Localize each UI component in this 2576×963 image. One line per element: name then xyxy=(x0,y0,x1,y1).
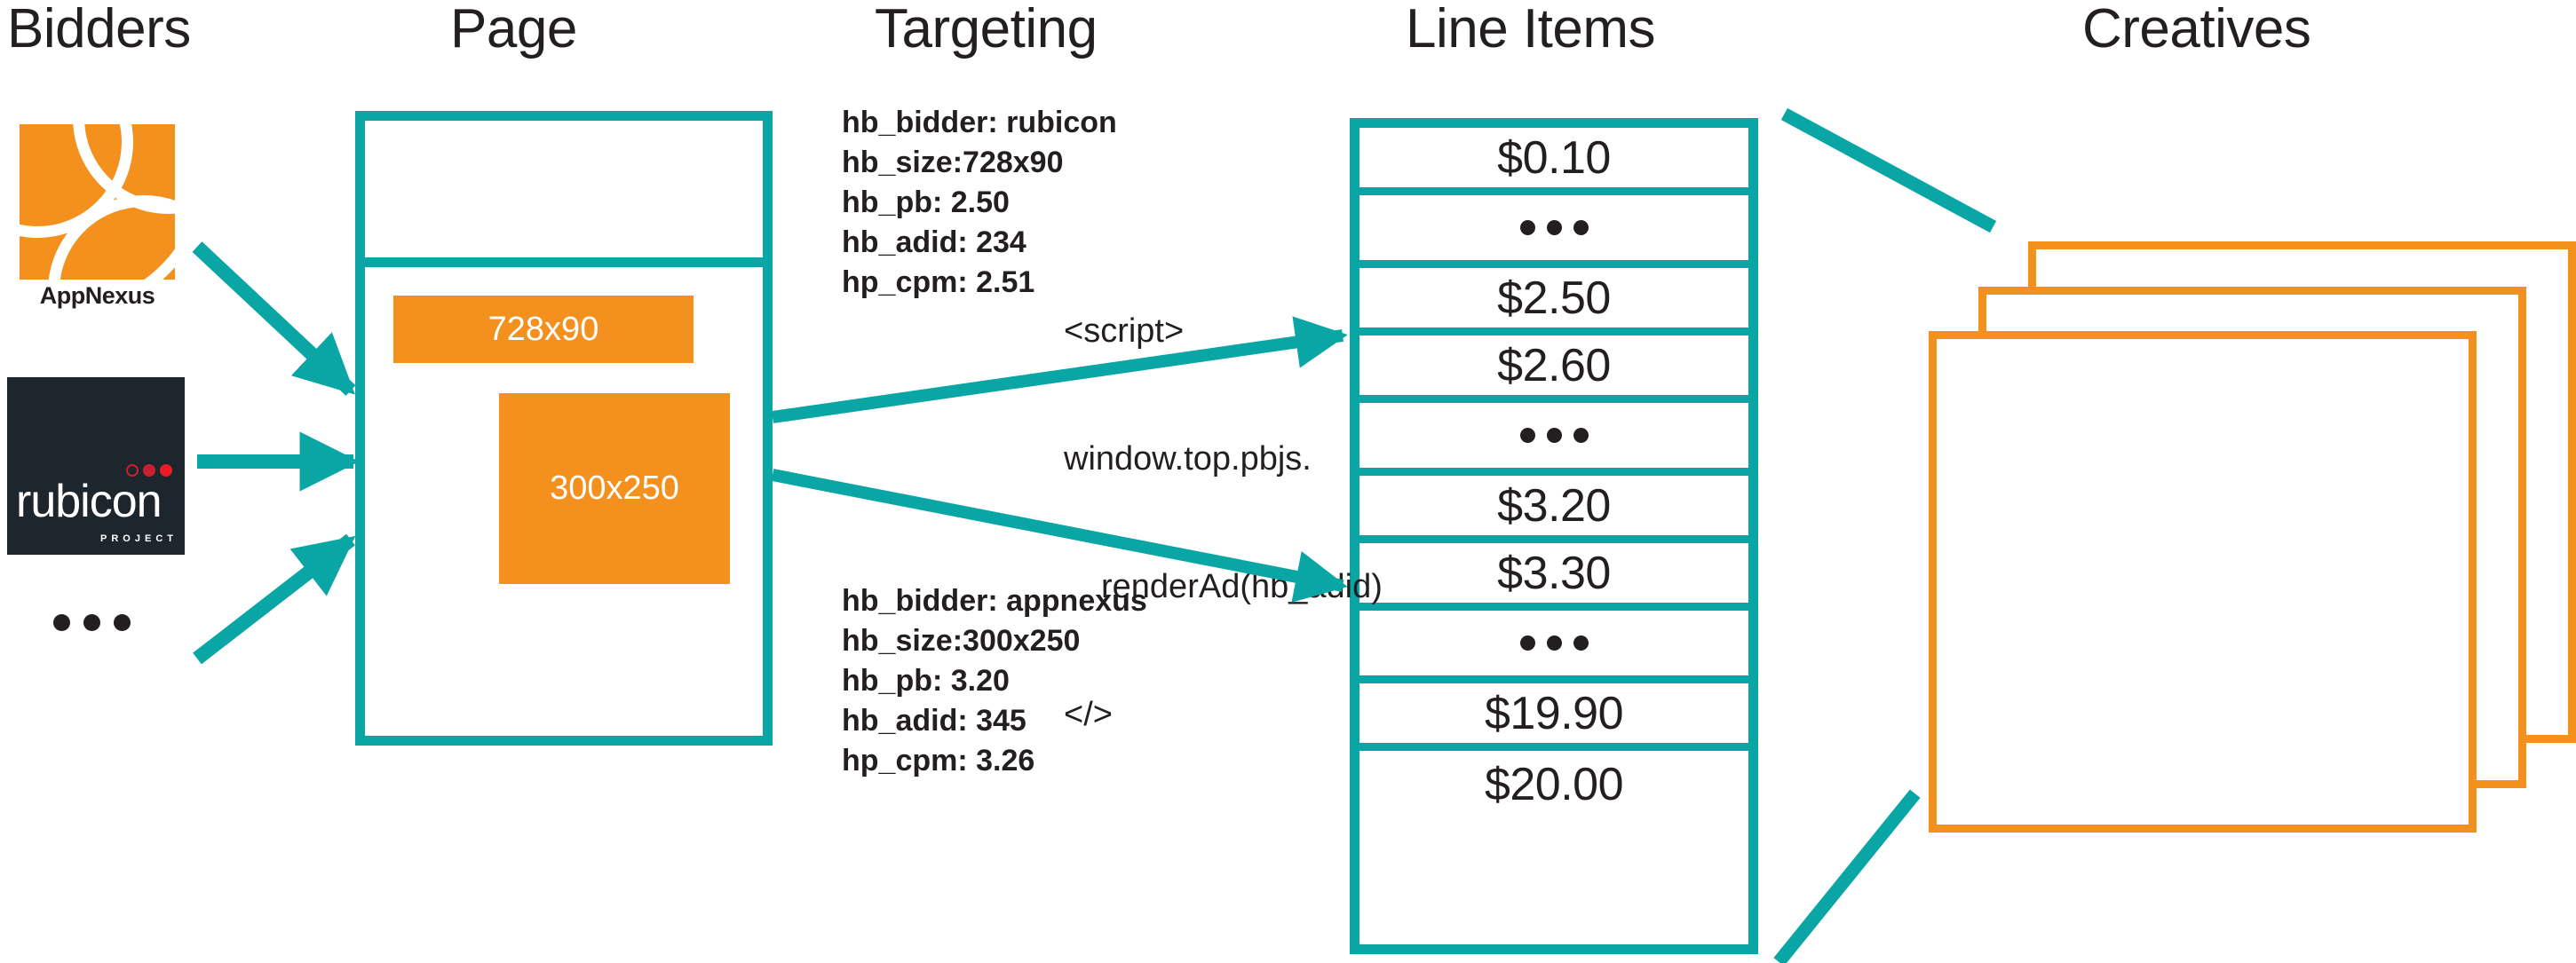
rubicon-project-logo-icon: rubicon PROJECT xyxy=(7,377,185,555)
targeting-line: hp_cpm: 3.26 xyxy=(842,744,1035,778)
line-item-row: $19.90 xyxy=(1359,683,1748,751)
targeting-line: hb_pb: 3.20 xyxy=(842,664,1010,698)
rubicon-subtitle: PROJECT xyxy=(100,533,178,544)
line-item-row-ellipsis xyxy=(1359,611,1748,683)
line-item-row: $20.00 xyxy=(1484,759,1624,810)
rubicon-dots-icon xyxy=(126,464,172,477)
column-heading-creatives: Creatives xyxy=(2082,0,2311,59)
targeting-line: hb_bidder: rubicon xyxy=(842,106,1117,139)
ellipsis-icon xyxy=(1519,428,1589,443)
code-line: <script> xyxy=(1064,312,1185,350)
line-item-row: $3.30 xyxy=(1359,543,1748,611)
targeting-line: hb_pb: 2.50 xyxy=(842,185,1010,219)
targeting-line: hp_cpm: 2.51 xyxy=(842,265,1035,299)
ellipsis-icon xyxy=(1519,635,1589,651)
column-heading-targeting: Targeting xyxy=(875,0,1098,59)
connector-line-items-to-creatives-top xyxy=(1780,107,1997,233)
line-item-row: $0.10 xyxy=(1359,128,1748,195)
ad-slot-medium-rectangle: 300x250 xyxy=(499,393,730,584)
ad-slot-leaderboard: 728x90 xyxy=(393,296,694,363)
targeting-line: hb_size:728x90 xyxy=(842,146,1064,179)
ellipsis-icon xyxy=(1519,220,1589,235)
code-line: window.top.pbjs. xyxy=(1064,440,1312,478)
creative-card-front xyxy=(1929,331,2477,833)
page-header-divider xyxy=(355,257,773,267)
targeting-keys-rubicon: hb_bidder: rubicon hb_size:728x90 hb_pb:… xyxy=(842,103,1117,303)
code-line: renderAd(hb_adid) xyxy=(1101,568,1383,605)
appnexus-label: AppNexus xyxy=(39,282,155,309)
code-line: </> xyxy=(1064,696,1113,733)
line-items-table: $0.10 $2.50 $2.60 $3.20 $3.30 $19.90 $20… xyxy=(1350,118,1758,954)
line-item-row-ellipsis xyxy=(1359,195,1748,268)
arrow-other-bidders-to-page xyxy=(193,533,356,665)
arrow-appnexus-to-page xyxy=(192,241,356,396)
more-bidders-ellipsis xyxy=(53,614,131,631)
targeting-line: hb_adid: 234 xyxy=(842,225,1026,259)
creative-code-snippet: <script> window.top.pbjs. renderAd(hb_ad… xyxy=(1064,225,1383,821)
targeting-line: hb_size:300x250 xyxy=(842,624,1081,658)
line-item-row-ellipsis xyxy=(1359,403,1748,476)
line-item-row: $2.60 xyxy=(1359,335,1748,403)
column-heading-page: Page xyxy=(450,0,577,59)
line-item-row: $2.50 xyxy=(1359,268,1748,335)
connector-line-items-to-creatives-bottom xyxy=(1773,789,1921,963)
column-heading-line-items: Line Items xyxy=(1406,0,1656,59)
line-item-row: $3.20 xyxy=(1359,476,1748,543)
rubicon-wordmark: rubicon xyxy=(16,476,162,527)
column-heading-bidders: Bidders xyxy=(7,0,191,59)
targeting-line: hb_adid: 345 xyxy=(842,704,1026,738)
appnexus-logo-icon xyxy=(20,124,175,280)
